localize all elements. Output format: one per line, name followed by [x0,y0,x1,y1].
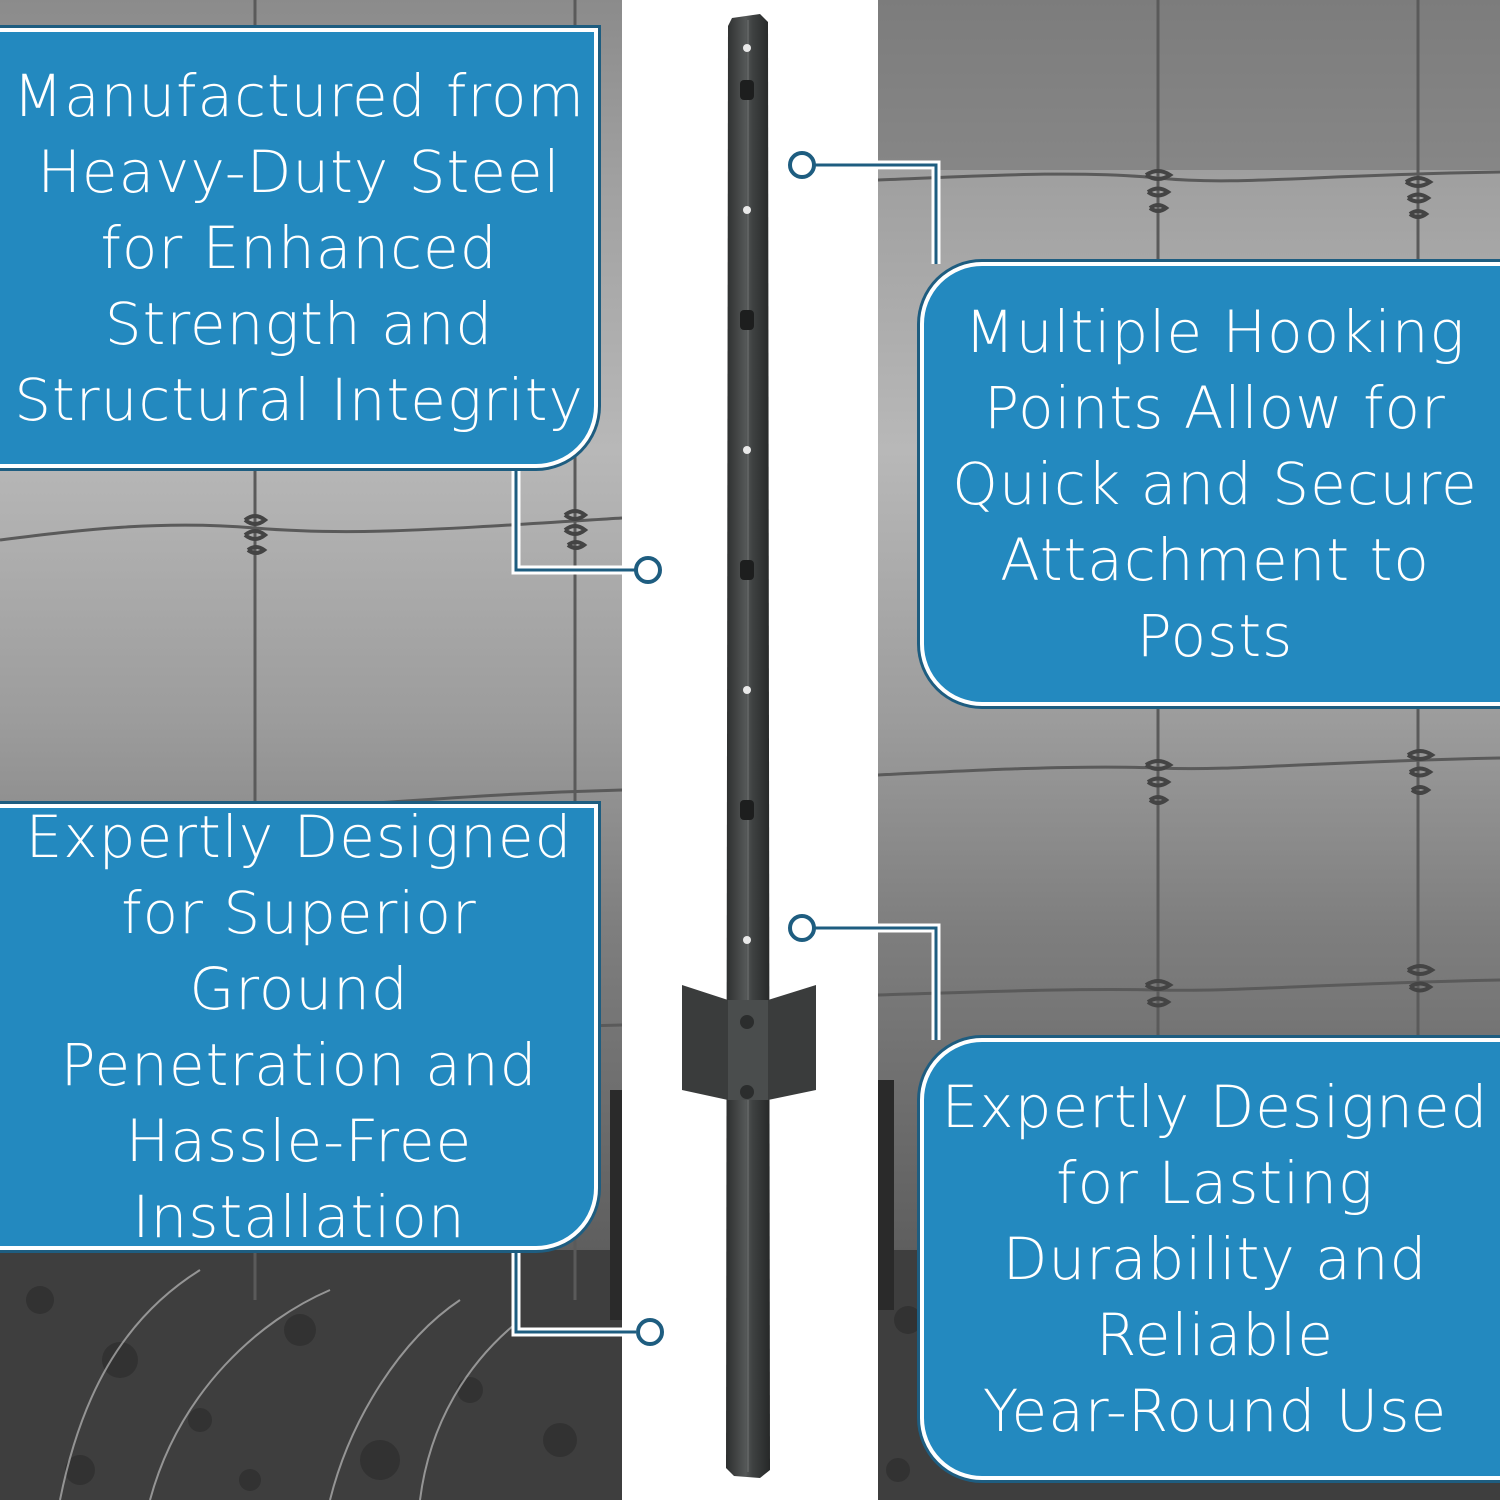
callout-lasting-durability: Expertly Designed for Lasting Durability… [920,1038,1500,1480]
callout-connector-dot-3 [636,1318,664,1346]
callout-ground-penetration: Expertly Designed for Superior Ground Pe… [0,803,598,1251]
fence-post-graphic [682,14,816,1478]
callout-text-heavy-duty-steel: Manufactured from Heavy-Duty Steel for E… [13,62,585,434]
callout-text-hooking-points: Multiple Hooking Points Allow for Quick … [952,298,1478,670]
callout-text-lasting-durability: Expertly Designed for Lasting Durability… [941,1073,1489,1445]
callout-connector-dot-1 [634,556,662,584]
callout-hooking-points: Multiple Hooking Points Allow for Quick … [920,262,1500,706]
callout-text-ground-penetration: Expertly Designed for Superior Ground Pe… [25,803,573,1251]
fence-post-image [660,0,840,1500]
callout-connector-dot-4 [788,914,816,942]
callout-connector-dot-2 [788,151,816,179]
callout-heavy-duty-steel: Manufactured from Heavy-Duty Steel for E… [0,28,598,468]
